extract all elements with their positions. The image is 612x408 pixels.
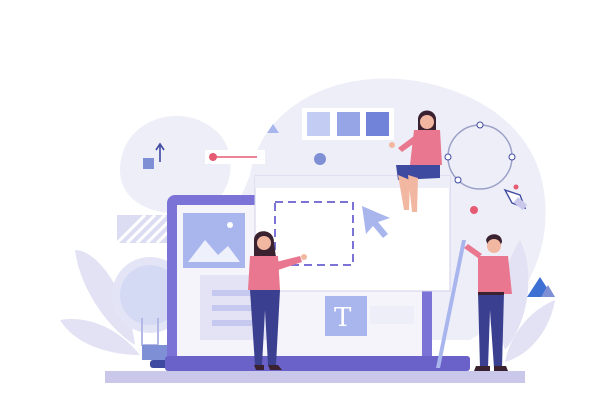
slider-icon (205, 150, 265, 164)
plant-right (500, 240, 555, 362)
dot (314, 153, 326, 165)
editor-window (254, 175, 451, 292)
woman-standing (248, 231, 307, 370)
red-dot (513, 184, 519, 190)
type-tool-icon: T (325, 296, 367, 336)
red-dot (470, 206, 478, 214)
triangle-icon (267, 124, 279, 133)
color-swatch-icon (302, 108, 394, 140)
woman-sitting (389, 110, 442, 212)
arrow-up-icon (155, 142, 165, 162)
text-line (370, 306, 414, 324)
square-icon (143, 158, 154, 169)
pen-tool-icon (503, 188, 528, 211)
hatched-panel (115, 213, 174, 245)
background-blob-left (120, 115, 231, 214)
plant-left (60, 250, 140, 355)
cursor-arrow-icon (362, 206, 390, 238)
bezier-circle-icon (444, 121, 516, 190)
type-tool-letter: T (334, 303, 352, 333)
stylus (436, 240, 466, 368)
man-standing (464, 234, 512, 371)
triangle-icon (527, 277, 555, 297)
image-placeholder-icon (183, 213, 270, 340)
desk-base (105, 371, 525, 383)
